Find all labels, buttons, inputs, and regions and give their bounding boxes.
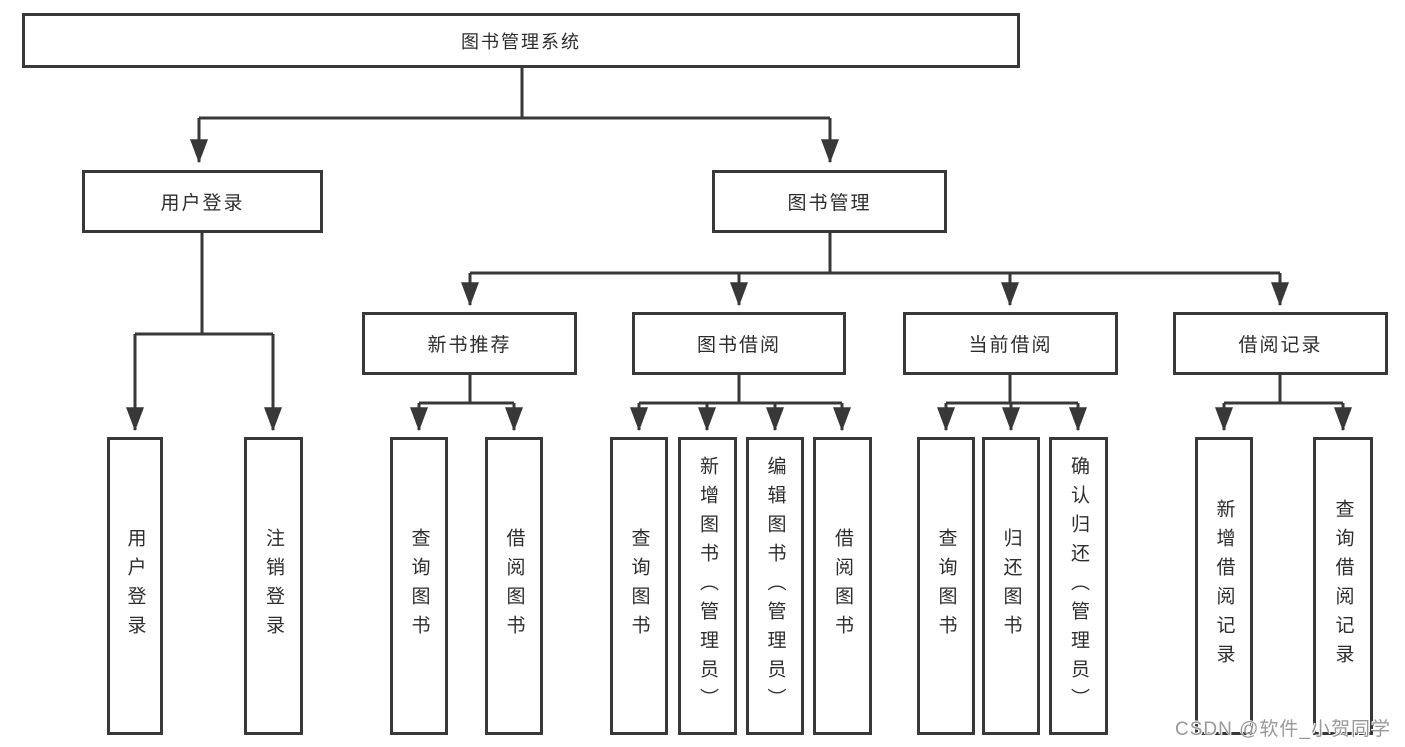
connector-new-book-recommend	[410, 375, 523, 432]
leaf-return-books: 归还图书	[982, 437, 1040, 735]
node-book-management-label: 图书管理	[787, 193, 872, 214]
leaf-logout: 注销登录	[244, 437, 303, 735]
node-new-book-recommend: 新书推荐	[362, 312, 577, 375]
leaf-add-borrow-record: 新增借阅记录	[1195, 437, 1253, 735]
node-new-book-recommend-label: 新书推荐	[427, 335, 512, 356]
leaf-add-books-admin: 新增图书（管理员）	[678, 437, 737, 735]
node-borrowing-records: 借阅记录	[1173, 312, 1388, 375]
leaf-query-books-current: 查询图书	[917, 437, 975, 735]
connector-root	[190, 68, 839, 164]
leaf-user-login: 用户登录	[107, 437, 163, 735]
node-book-borrowing: 图书借阅	[632, 312, 846, 375]
leaf-edit-books-admin: 编辑图书（管理员）	[746, 437, 804, 735]
leaf-confirm-return-admin: 确认归还（管理员）	[1049, 437, 1108, 735]
node-current-borrowing-label: 当前借阅	[968, 335, 1053, 356]
connector-book-management	[461, 233, 1289, 307]
connector-user-login	[126, 233, 282, 432]
leaf-query-borrow-record: 查询借阅记录	[1313, 437, 1373, 735]
node-borrowing-records-label: 借阅记录	[1238, 335, 1323, 356]
node-current-borrowing: 当前借阅	[903, 312, 1118, 375]
node-book-borrowing-label: 图书借阅	[696, 335, 781, 356]
node-user-login-label: 用户登录	[160, 193, 245, 214]
connector-current-borrowing	[937, 375, 1087, 432]
leaf-borrow-books-recommend: 借阅图书	[485, 437, 543, 735]
connector-borrowing-records	[1215, 375, 1352, 432]
connector-book-borrowing	[630, 375, 851, 432]
node-user-login: 用户登录	[82, 170, 323, 233]
node-book-management: 图书管理	[712, 170, 947, 233]
node-root: 图书管理系统	[22, 13, 1020, 68]
watermark: CSDN @软件_小贺同学	[1175, 719, 1391, 740]
leaf-query-books-borrowing: 查询图书	[610, 437, 668, 735]
leaf-borrow-books-borrowing: 借阅图书	[813, 437, 872, 735]
node-root-label: 图书管理系统	[461, 31, 581, 52]
leaf-query-books-recommend: 查询图书	[390, 437, 448, 735]
